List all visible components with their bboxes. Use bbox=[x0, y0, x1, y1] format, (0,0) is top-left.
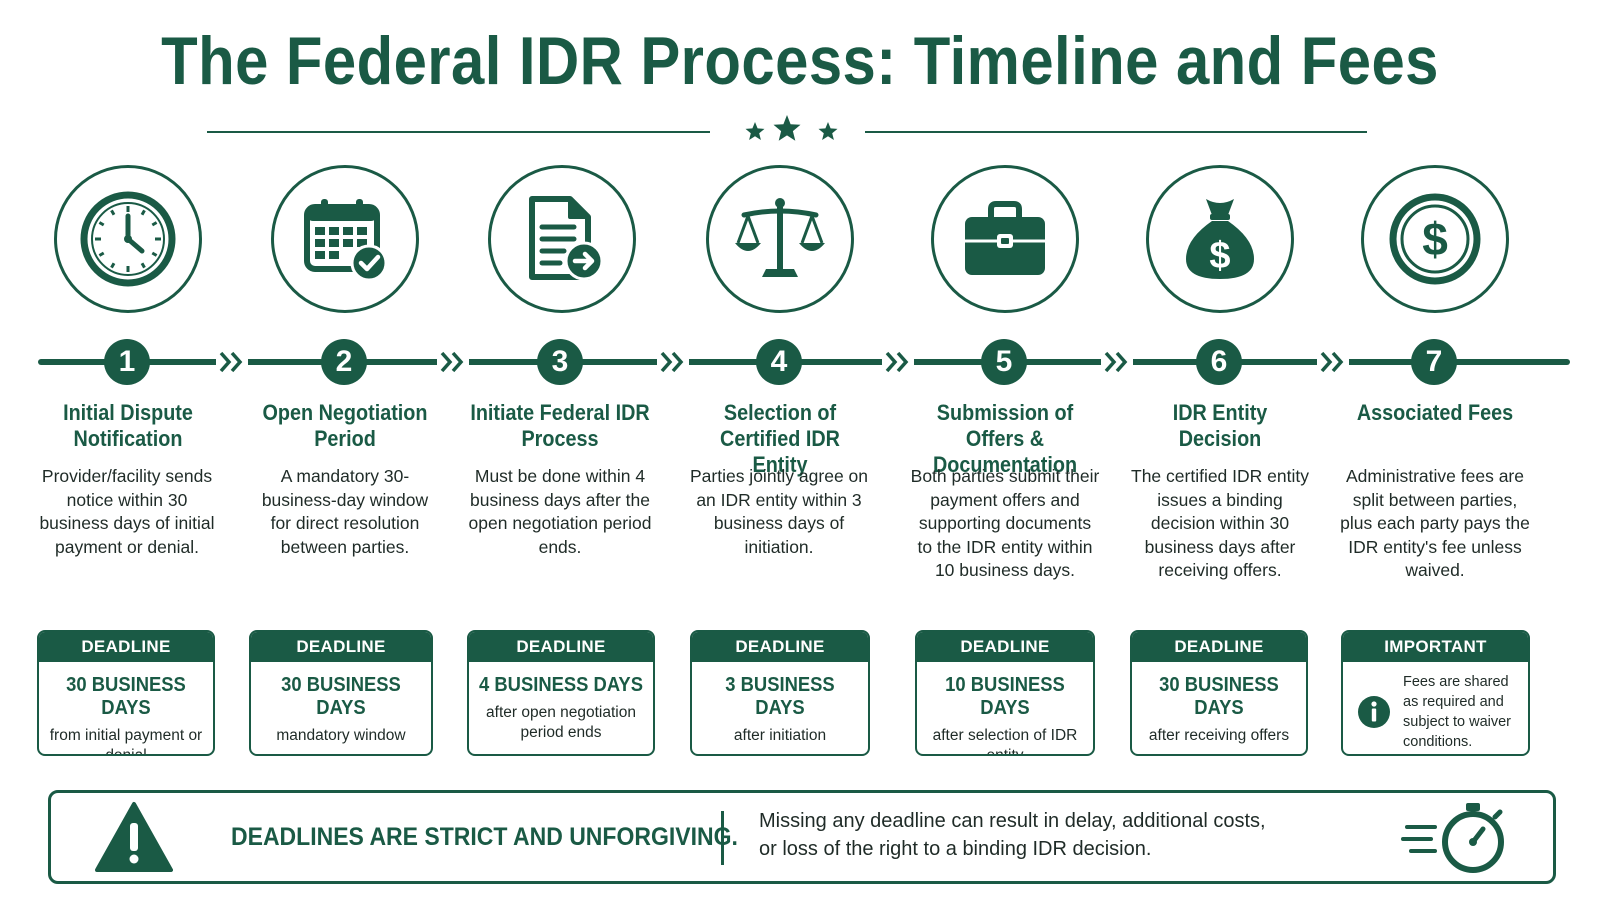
card-note: mandatory window bbox=[276, 727, 406, 744]
title-divider-left bbox=[207, 131, 710, 133]
card-value: 30 BUSINESS DAYS bbox=[66, 674, 186, 719]
card-label: DEADLINE bbox=[917, 632, 1093, 662]
step-3-number: 3 bbox=[537, 339, 583, 385]
briefcase-icon bbox=[965, 201, 1045, 275]
chevron-right-icon bbox=[1317, 346, 1349, 378]
step-3-deadline-card: DEADLINE 4 BUSINESS DAYS after open nego… bbox=[467, 630, 655, 756]
clock-icon bbox=[80, 191, 176, 287]
svg-text:$: $ bbox=[1209, 235, 1230, 277]
money-bag-icon: $ bbox=[1186, 199, 1254, 279]
step-5-description: Both parties submit their payment offers… bbox=[910, 466, 1100, 580]
card-note: after initiation bbox=[733, 727, 827, 744]
banner-divider bbox=[721, 811, 724, 865]
card-label: DEADLINE bbox=[39, 632, 213, 662]
card-note: Fees are shared as required and subject … bbox=[1403, 674, 1511, 750]
stopwatch-icon bbox=[1401, 803, 1504, 873]
banner-message-line-2: or loss of the right to a binding IDR de… bbox=[759, 838, 1152, 860]
banner-headline: DEADLINES ARE STRICT AND UNFORGIVING. bbox=[231, 823, 738, 851]
card-label: DEADLINE bbox=[251, 632, 431, 662]
stars-icon bbox=[745, 115, 838, 141]
info-icon bbox=[1358, 696, 1390, 728]
step-5-icon-circle bbox=[931, 165, 1079, 313]
scales-icon bbox=[735, 198, 825, 277]
step-6-icon-circle: $ bbox=[1146, 165, 1294, 313]
step-1-title: Initial Dispute Notification bbox=[63, 400, 193, 451]
step-4-deadline-card: DEADLINE 3 BUSINESS DAYS after initiatio… bbox=[690, 630, 870, 756]
step-4-icon-circle bbox=[706, 165, 854, 313]
banner-message-line-1: Missing any deadline can result in delay… bbox=[759, 810, 1266, 832]
svg-text:$: $ bbox=[1422, 213, 1448, 265]
step-6-deadline-card: DEADLINE 30 BUSINESS DAYS after receivin… bbox=[1130, 630, 1308, 756]
page-title: The Federal IDR Process: Timeline and Fe… bbox=[161, 23, 1439, 99]
card-value: 3 BUSINESS DAYS bbox=[725, 674, 835, 719]
step-7-icon-circle: $ bbox=[1361, 165, 1509, 313]
step-2-title: Open Negotiation Period bbox=[262, 400, 428, 451]
step-3-description: Must be done within 4 business days afte… bbox=[468, 466, 652, 557]
chevron-right-icon bbox=[216, 346, 248, 378]
timeline-line bbox=[38, 359, 1570, 365]
banner-message: Missing any deadline can result in delay… bbox=[759, 807, 1266, 863]
step-7-number: 7 bbox=[1411, 339, 1457, 385]
chevron-right-icon bbox=[1101, 346, 1133, 378]
card-label: DEADLINE bbox=[469, 632, 653, 662]
step-2-deadline-card: DEADLINE 30 BUSINESS DAYS mandatory wind… bbox=[249, 630, 433, 756]
calendar-check-icon bbox=[304, 199, 388, 282]
step-3-icon-circle bbox=[488, 165, 636, 313]
step-1-deadline-card: DEADLINE 30 BUSINESS DAYS from initial p… bbox=[37, 630, 215, 756]
title-divider-right bbox=[865, 131, 1367, 133]
warning-icon bbox=[95, 802, 173, 872]
step-6-title: IDR Entity Decision bbox=[1172, 400, 1268, 451]
step-6-number: 6 bbox=[1196, 339, 1242, 385]
card-value: 10 BUSINESS DAYS bbox=[945, 674, 1065, 719]
card-label: DEADLINE bbox=[1132, 632, 1306, 662]
step-5-deadline-card: DEADLINE 10 BUSINESS DAYS after selectio… bbox=[915, 630, 1095, 756]
chevron-right-icon bbox=[657, 346, 689, 378]
step-1-description: Provider/facility sends notice within 30… bbox=[39, 466, 215, 557]
step-4-description: Parties jointly agree on an IDR entity w… bbox=[689, 466, 869, 557]
step-7-important-card: IMPORTANT Fees are shared as required an… bbox=[1341, 630, 1530, 756]
card-note: after selection of IDR entity bbox=[932, 727, 1078, 756]
warning-banner: DEADLINES ARE STRICT AND UNFORGIVING. Mi… bbox=[48, 790, 1556, 884]
step-6-description: The certified IDR entity issues a bindin… bbox=[1131, 466, 1309, 580]
step-4-title: Selection of Certified IDR Entity bbox=[720, 400, 840, 477]
card-label: DEADLINE bbox=[692, 632, 868, 662]
step-7-description: Administrative fees are split between pa… bbox=[1340, 466, 1530, 580]
card-note: after receiving offers bbox=[1148, 727, 1290, 744]
card-value: 4 BUSINESS DAYS bbox=[479, 674, 643, 696]
card-note: from initial payment or denial bbox=[49, 727, 203, 756]
document-arrow-icon bbox=[529, 196, 604, 281]
step-5-title: Submission of Offers & Documentation bbox=[932, 400, 1078, 477]
step-3-title: Initiate Federal IDR Process bbox=[470, 400, 650, 451]
step-2-number: 2 bbox=[321, 339, 367, 385]
step-7-title: Associated Fees bbox=[1356, 400, 1514, 425]
card-value: 30 BUSINESS DAYS bbox=[281, 674, 401, 719]
step-2-icon-circle bbox=[271, 165, 419, 313]
card-label: IMPORTANT bbox=[1343, 632, 1528, 662]
step-1-number: 1 bbox=[104, 339, 150, 385]
step-2-description: A mandatory 30-business-day window for d… bbox=[261, 466, 429, 557]
step-5-number: 5 bbox=[981, 339, 1027, 385]
card-value: 30 BUSINESS DAYS bbox=[1159, 674, 1279, 719]
chevron-right-icon bbox=[437, 346, 469, 378]
chevron-right-icon bbox=[882, 346, 914, 378]
step-4-number: 4 bbox=[756, 339, 802, 385]
dollar-coin-icon: $ bbox=[1389, 193, 1481, 285]
card-note: after open negotiation period ends bbox=[486, 704, 636, 741]
step-1-icon-circle bbox=[54, 165, 202, 313]
